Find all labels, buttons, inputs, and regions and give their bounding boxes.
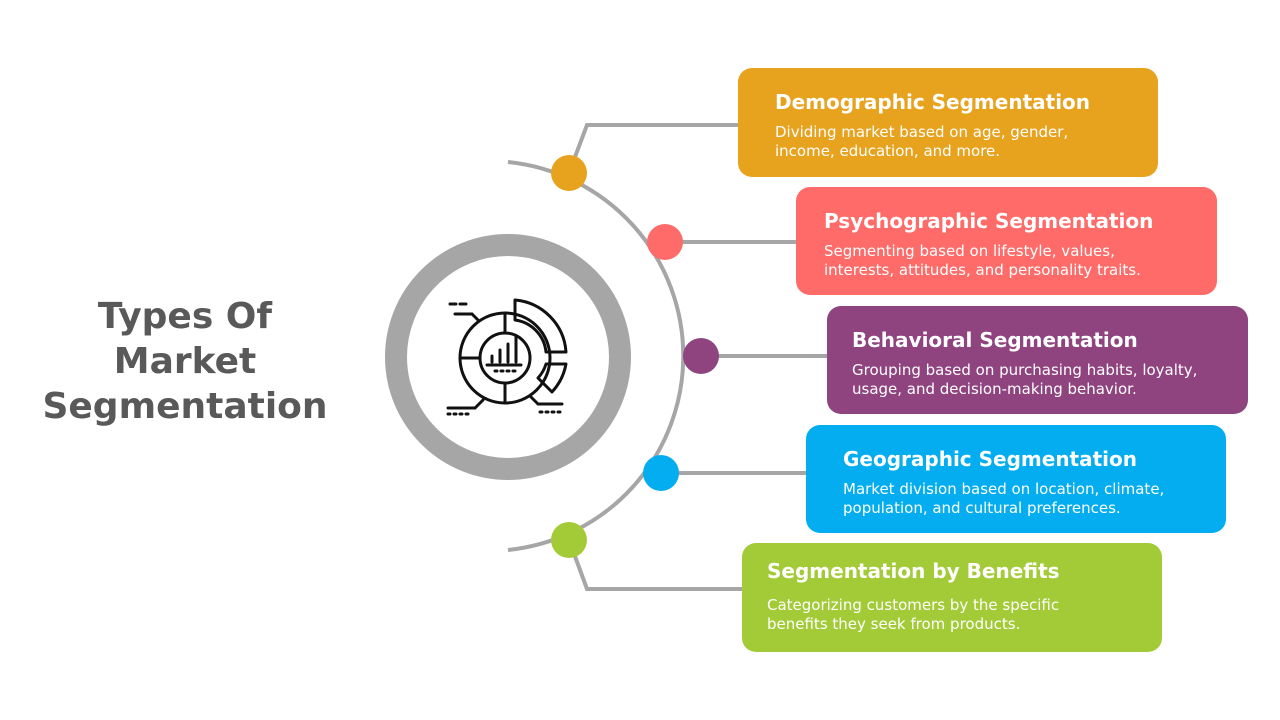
segment-card-benefits: Segmentation by Benefits Categorizing cu… — [742, 543, 1162, 652]
segment-card-demographic: Demographic Segmentation Dividing market… — [738, 68, 1158, 177]
segment-card-description: Grouping based on purchasing habits, loy… — [852, 361, 1198, 398]
segment-dot-0 — [551, 155, 587, 191]
market-segmentation-chart-icon — [446, 298, 568, 416]
segment-card-title: Geographic Segmentation — [843, 447, 1138, 471]
segment-card-behavioral: Behavioral Segmentation Grouping based o… — [827, 306, 1248, 414]
title-line-1: Types Of — [97, 296, 273, 337]
segment-dot-1 — [647, 224, 683, 260]
segment-card-description: Segmenting based on lifestyle, values, i… — [824, 242, 1141, 279]
connector-line-4 — [567, 539, 742, 591]
segment-card-psychographic: Psychographic Segmentation Segmenting ba… — [796, 187, 1217, 295]
slide-title: Types Of Market Segmentation — [30, 294, 340, 429]
connector-line-0 — [567, 123, 738, 174]
segment-dot-3 — [643, 455, 679, 491]
segment-card-title: Psychographic Segmentation — [824, 209, 1154, 233]
segment-card-title: Behavioral Segmentation — [852, 328, 1138, 352]
segment-card-description: Dividing market based on age, gender, in… — [775, 123, 1069, 160]
segment-card-description: Categorizing customers by the specific b… — [767, 596, 1060, 633]
title-line-3: Segmentation — [42, 386, 328, 427]
segment-dot-4 — [551, 522, 587, 558]
segment-card-geographic: Geographic Segmentation Market division … — [806, 425, 1226, 533]
title-line-2: Market — [113, 341, 257, 382]
segment-card-description: Market division based on location, clima… — [843, 480, 1165, 517]
segment-dot-2 — [683, 338, 719, 374]
segment-card-title: Segmentation by Benefits — [767, 559, 1060, 583]
segment-card-title: Demographic Segmentation — [775, 90, 1091, 114]
